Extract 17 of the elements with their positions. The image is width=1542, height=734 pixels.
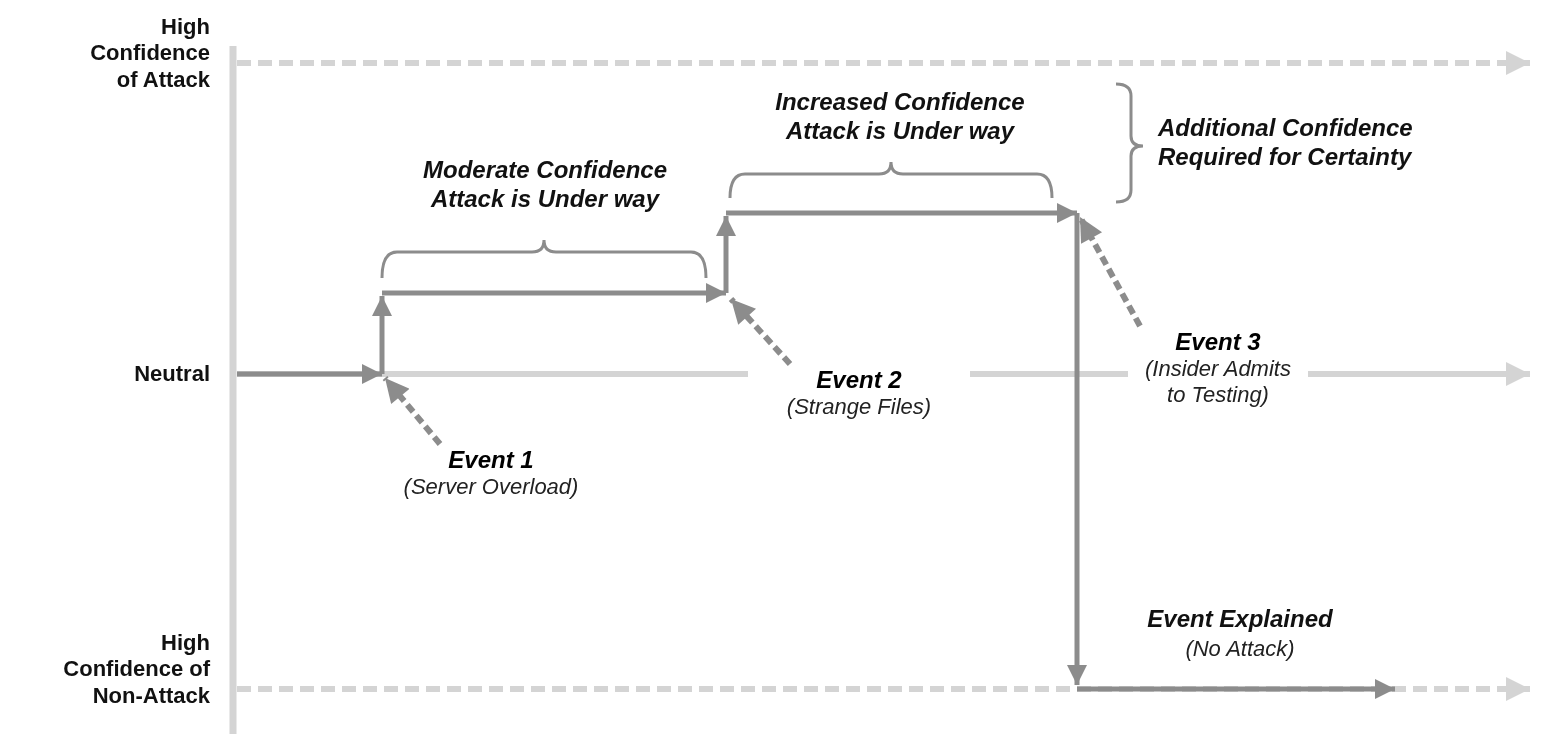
event-description: (Strange Files) xyxy=(785,394,933,420)
event-heading: Event Explained xyxy=(1147,605,1333,634)
leader-arrow xyxy=(382,376,443,446)
axis-label: High Confidence of Non-Attack xyxy=(62,630,210,710)
event-heading: Event 2 xyxy=(815,366,903,394)
annotation-text: Moderate Confidence Attack is Under way xyxy=(422,156,668,214)
axis-label: Neutral xyxy=(134,361,210,388)
event-description: (Server Overload) xyxy=(402,474,580,500)
event-description: (No Attack) xyxy=(1185,636,1295,663)
leader-arrow xyxy=(728,297,793,366)
event-heading: Event 3 xyxy=(1174,328,1262,356)
annotation-text: Increased Confidence Attack is Under way xyxy=(774,88,1026,146)
axis-label: High Confidence of Attack xyxy=(89,14,210,94)
event-heading: Event 1 xyxy=(447,446,535,474)
leader-arrow xyxy=(1077,215,1143,328)
annotation-text: Additional Confidence Required for Certainty xyxy=(1158,114,1414,172)
event-description: (Insider Admits to Testing) xyxy=(1144,356,1292,408)
